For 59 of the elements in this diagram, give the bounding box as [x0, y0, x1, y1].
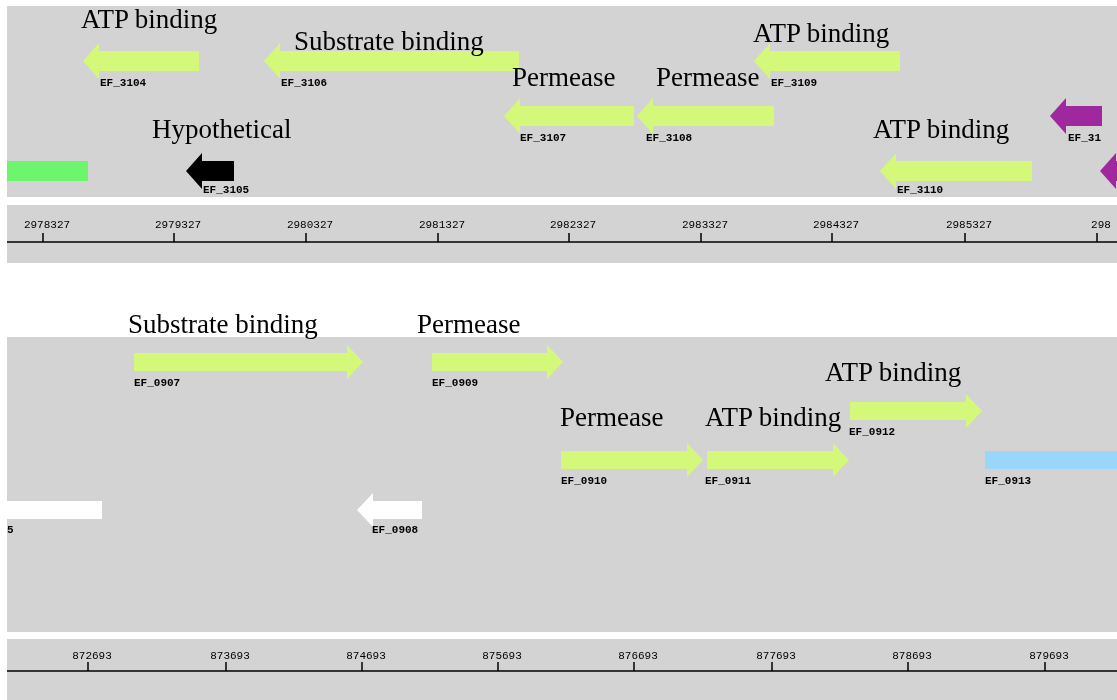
- gene-glyph: [83, 43, 199, 79]
- gene-id: EF_3106: [281, 77, 328, 89]
- coordinate-label: 2982327: [549, 219, 597, 231]
- gene-glyph: [707, 443, 849, 477]
- gene-glyph: [134, 345, 363, 379]
- gene-id: EF_3104: [100, 77, 147, 89]
- annotation-label: Permease: [417, 309, 521, 339]
- annotation-label: Substrate binding: [128, 309, 318, 339]
- coordinate-label: 298: [1091, 219, 1111, 231]
- gene-id: EF_3110: [897, 184, 944, 196]
- gene-glyph: [1050, 98, 1102, 134]
- gene-glyph: [357, 493, 422, 527]
- coordinate-label: 879693: [1029, 650, 1069, 662]
- gene-id: EF_0912: [849, 426, 896, 438]
- annotation-label: Substrate binding: [294, 26, 484, 56]
- coordinate-label: 874693: [346, 650, 386, 662]
- coordinate-label: 875693: [482, 650, 522, 662]
- gene-id: EF_0907: [134, 377, 181, 389]
- annotation-label: Permease: [560, 402, 664, 432]
- annotation-label: ATP binding: [753, 18, 890, 48]
- gene-glyph: [561, 443, 703, 477]
- annotation-label: ATP binding: [825, 357, 962, 387]
- gene-glyph: [850, 394, 982, 428]
- coordinate-label: 2983327: [681, 219, 729, 231]
- annotation-label: Permease: [656, 62, 760, 92]
- coordinate-label: 2979327: [154, 219, 202, 231]
- gene-id: EF_0909: [432, 377, 479, 389]
- coordinate-label: 876693: [618, 650, 658, 662]
- annotation-label: Permease: [512, 62, 616, 92]
- coordinate-label: 878693: [892, 650, 932, 662]
- gene-id: EF_3107: [520, 132, 567, 144]
- coordinate-label: 2981327: [418, 219, 466, 231]
- coordinate-label: 2978327: [23, 219, 71, 231]
- gene-id: 5: [7, 524, 14, 536]
- coordinate-label: 873693: [210, 650, 250, 662]
- coordinate-label: 2985327: [945, 219, 993, 231]
- annotation-label: ATP binding: [81, 4, 218, 34]
- coordinate-label: 2984327: [812, 219, 860, 231]
- gene-id: EF_0913: [985, 475, 1032, 487]
- coordinate-label: 877693: [756, 650, 796, 662]
- annotation-label: Hypothetical: [152, 114, 292, 144]
- gene-bar: [7, 501, 102, 519]
- annotation-label: ATP binding: [873, 114, 1010, 144]
- gene-glyph: [432, 345, 563, 379]
- annotation-label: ATP binding: [705, 402, 842, 432]
- gene-bar: [7, 161, 88, 181]
- coordinate-label: 872693: [72, 650, 112, 662]
- gene-id: EF_3108: [646, 132, 693, 144]
- coordinate-label: 2980327: [286, 219, 334, 231]
- gene-glyph: [1100, 153, 1117, 189]
- gene-bar: [985, 451, 1117, 469]
- gene-id: EF_0911: [705, 475, 752, 487]
- gene-id: EF_0910: [561, 475, 608, 487]
- gene-id: EF_3109: [771, 77, 818, 89]
- gene-glyph: [637, 98, 774, 134]
- gene-glyph: [504, 98, 634, 134]
- gene-id: EF_3105: [203, 184, 250, 196]
- gene-id: EF_0908: [372, 524, 419, 536]
- gene-id: EF_31: [1068, 132, 1101, 144]
